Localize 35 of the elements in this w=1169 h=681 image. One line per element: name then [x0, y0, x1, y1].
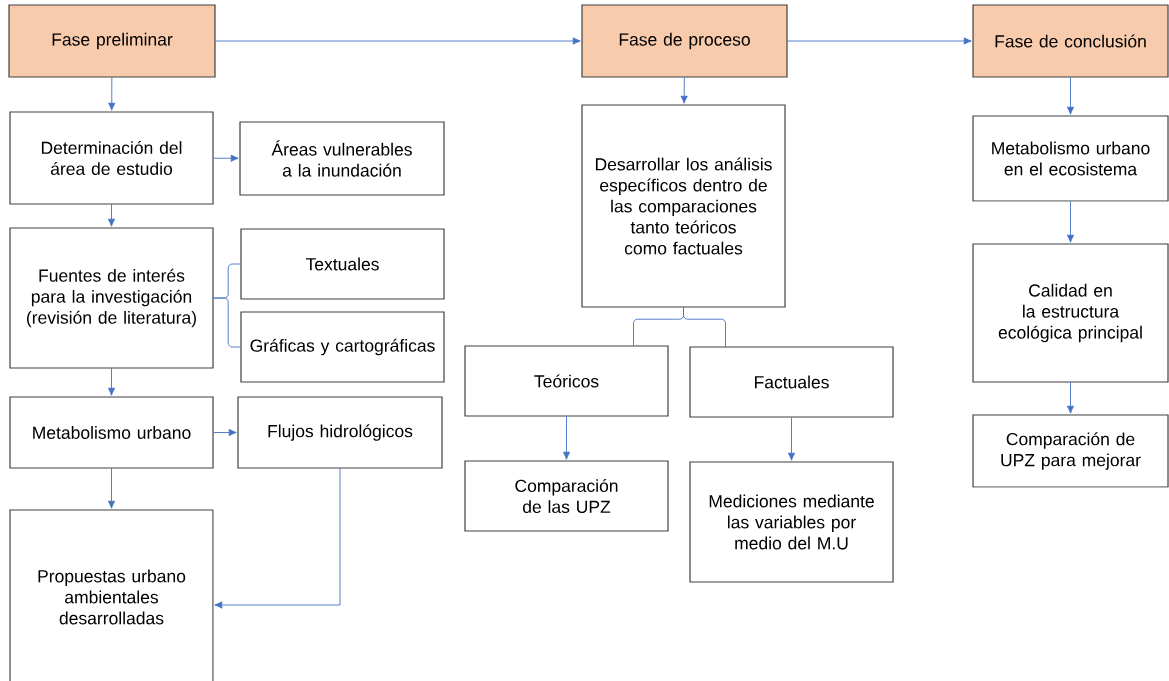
- process-box: Teóricos: [464, 345, 669, 417]
- process-box: Flujos hidrológicos: [237, 396, 443, 469]
- process-box: Comparación de UPZ para mejorar: [972, 414, 1169, 488]
- arrow: [107, 467, 116, 509]
- process-box: Propuestas urbano ambientales desarrolladas: [9, 509, 214, 681]
- arrow: [787, 416, 796, 461]
- process-box: Metabolismo urbano en el ecosistema: [972, 115, 1169, 202]
- process-box: Calidad en la estructura ecológica principal: [972, 243, 1169, 383]
- arrow: [1066, 76, 1075, 115]
- process-box: Comparación de las UPZ: [464, 460, 669, 532]
- arrow: [562, 415, 571, 460]
- arrow: [107, 203, 116, 227]
- arrow: [212, 154, 239, 162]
- arrow: [1066, 381, 1075, 414]
- arrow: [214, 37, 581, 45]
- process-box: Desarrollar los análisis específicos dentro de las comparaciones tanto teóricos como factuales: [581, 104, 786, 308]
- arrow: [107, 367, 116, 396]
- arrow: [786, 37, 972, 45]
- arrow: [680, 76, 688, 104]
- process-box: Áreas vulnerables a la inundación: [239, 121, 445, 196]
- phase-box: Fase de conclusión: [972, 4, 1169, 78]
- process-box: Factuales: [689, 346, 894, 418]
- bracket-connector: [683, 306, 726, 348]
- process-box: Fuentes de interés para la investigación (revisión de literatura): [9, 227, 214, 369]
- process-box: Textuales: [240, 228, 445, 300]
- process-box: Mediciones mediante las variables por medio del M.U: [689, 461, 894, 583]
- process-box: Gráficas y cartográficas: [240, 311, 445, 383]
- arrow: [214, 467, 341, 609]
- arrow: [1066, 200, 1075, 243]
- process-box: Metabolismo urbano: [9, 396, 214, 469]
- phase-box: Fase de proceso: [581, 4, 788, 78]
- process-box: Determinación del área de estudio: [9, 111, 214, 205]
- arrow: [212, 428, 237, 437]
- arrow: [108, 76, 116, 111]
- phase-box: Fase preliminar: [8, 4, 216, 78]
